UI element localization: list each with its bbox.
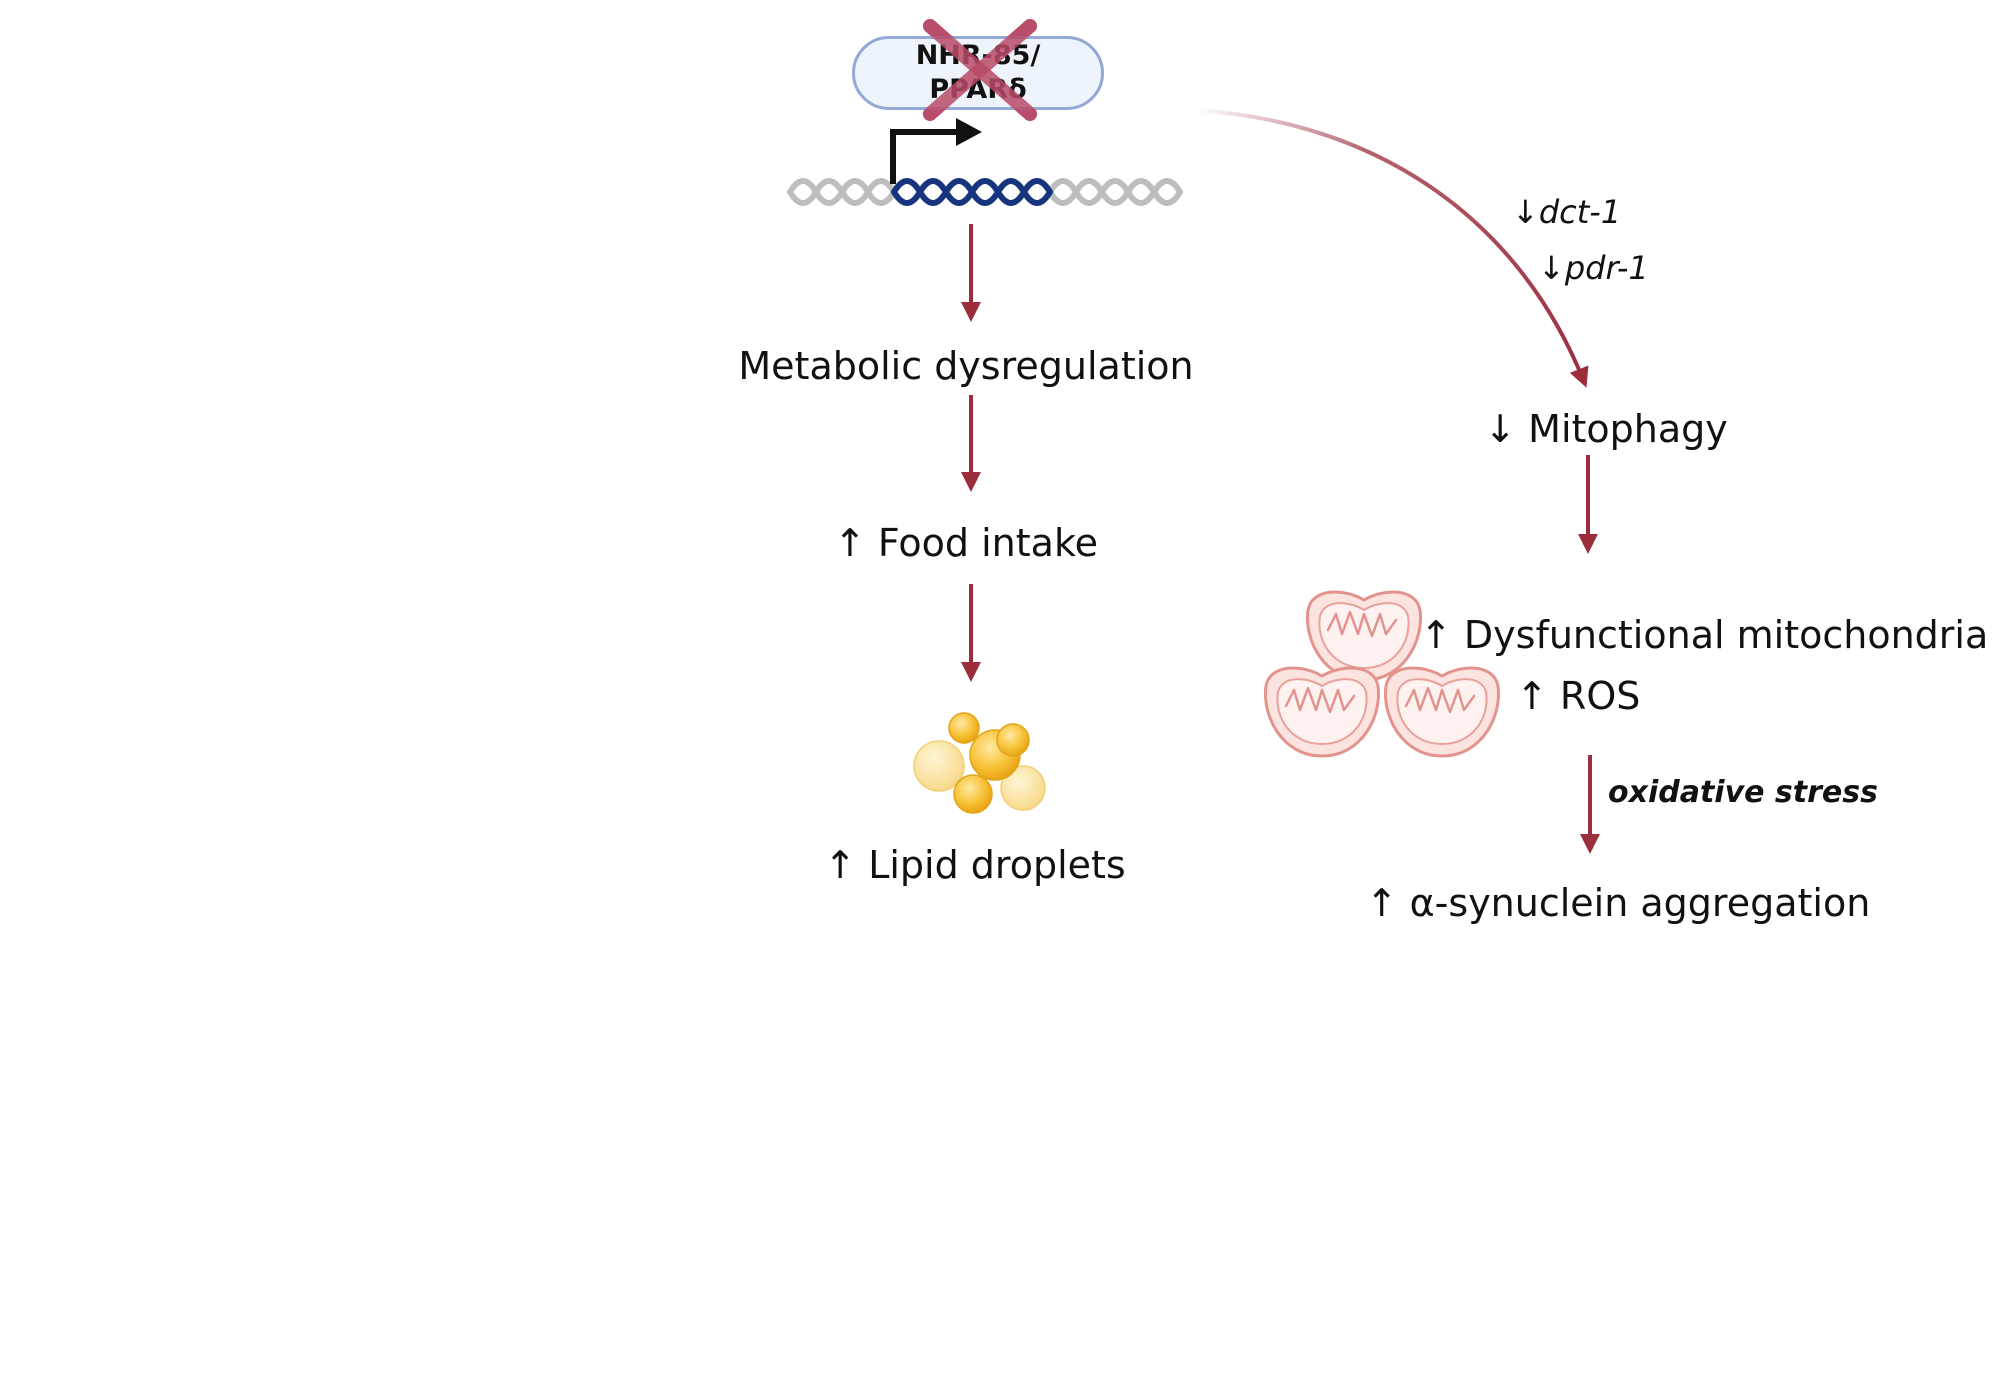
label-metabolic-dysregulation: Metabolic dysregulation bbox=[738, 344, 1194, 388]
lipid-droplets-icon bbox=[913, 712, 1046, 814]
gene-box-nhr85: NHR-85/ PPARδ bbox=[852, 36, 1104, 110]
label-dct1: ↓dct-1 bbox=[1512, 196, 1621, 228]
transcription-start-arrow-icon bbox=[890, 118, 982, 184]
dct1-down-arrow: ↓ bbox=[1512, 193, 1539, 231]
label-pdr1: ↓pdr-1 bbox=[1538, 252, 1649, 284]
dna-helix-icon bbox=[787, 178, 1183, 206]
label-oxidative-stress: oxidative stress bbox=[1608, 775, 1878, 810]
label-dysfunctional-mitochondria: ↑ Dysfunctional mitochondria bbox=[1420, 613, 1989, 657]
dct1-gene-name: dct-1 bbox=[1538, 193, 1622, 231]
gene-box-line2: PPARδ bbox=[929, 74, 1027, 105]
label-synuclein-aggregation: ↑ α-synuclein aggregation bbox=[1365, 881, 1871, 925]
label-lipid-droplets: ↑ Lipid droplets bbox=[824, 843, 1126, 887]
arrow-curve-to-mitophagy bbox=[1194, 108, 1589, 388]
gene-box-line1: NHR-85/ bbox=[915, 40, 1041, 71]
label-food-intake: ↑ Food intake bbox=[834, 521, 1098, 565]
label-mitophagy: ↓ Mitophagy bbox=[1484, 407, 1728, 451]
pdr1-down-arrow: ↓ bbox=[1538, 249, 1565, 287]
label-ros: ↑ ROS bbox=[1516, 674, 1641, 718]
pdr1-gene-name: pdr-1 bbox=[1564, 249, 1649, 287]
